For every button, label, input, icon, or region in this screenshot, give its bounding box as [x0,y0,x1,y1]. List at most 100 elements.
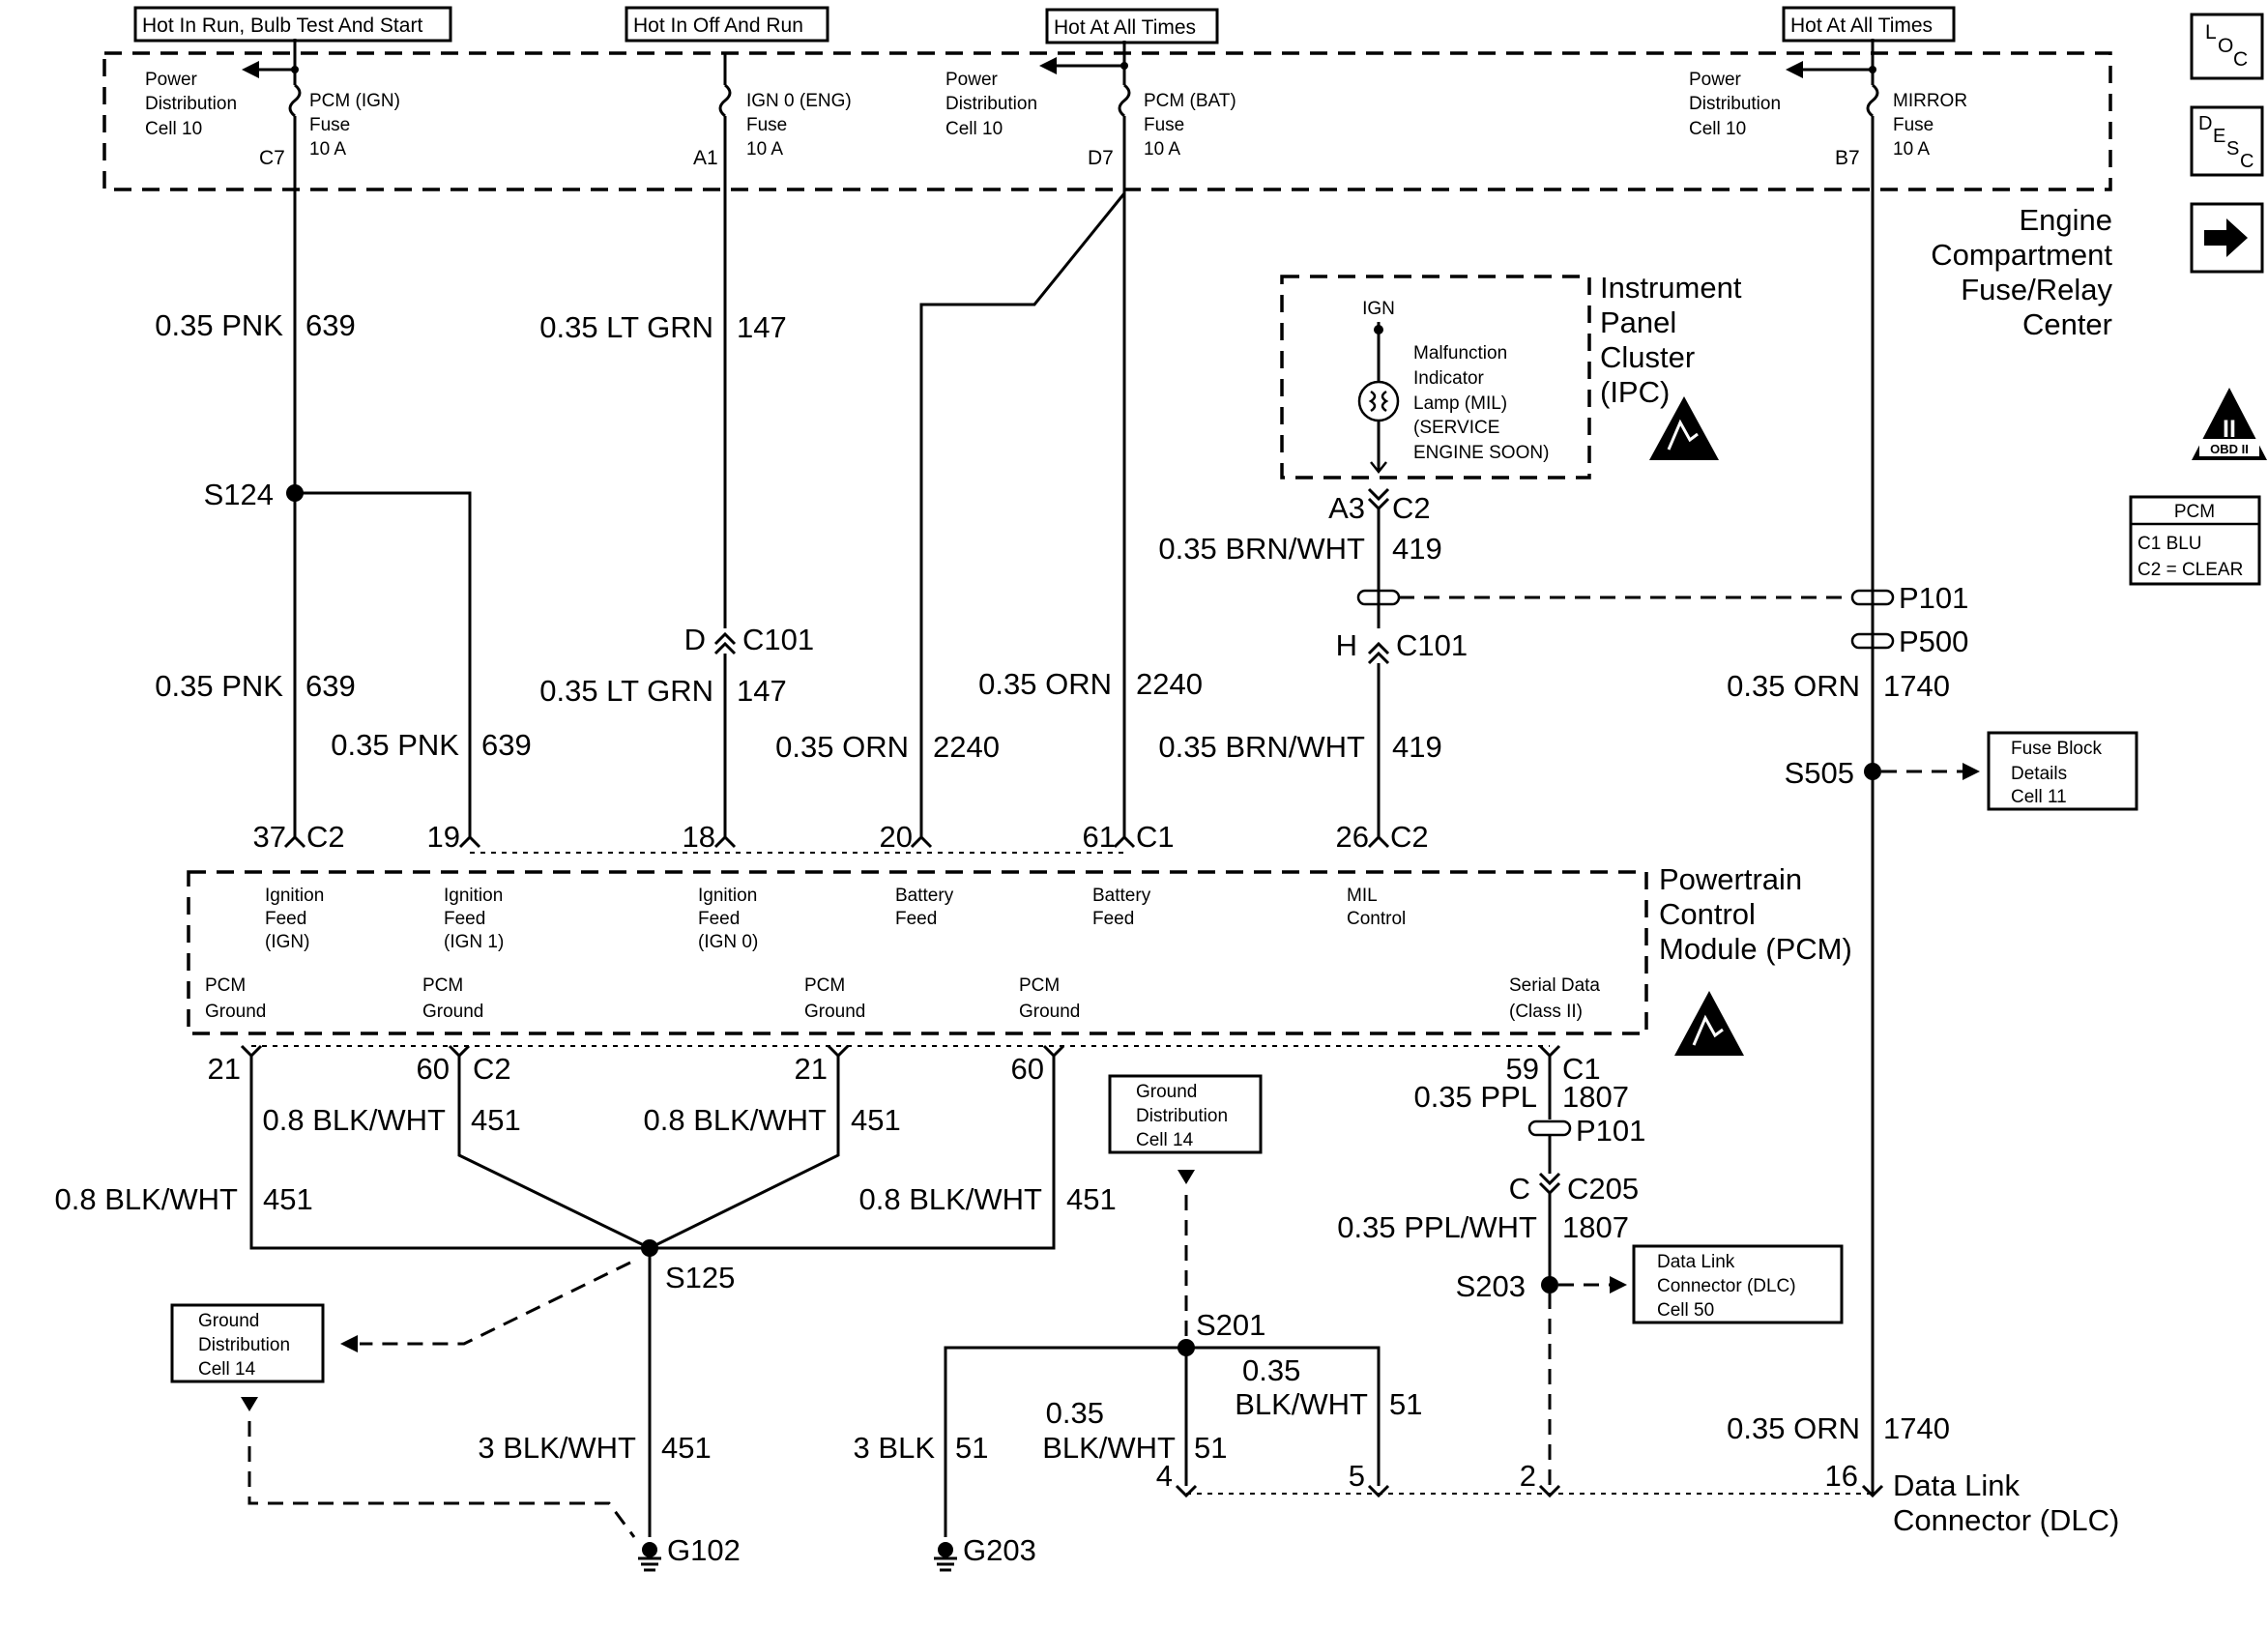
fuse-pcm-bat-l2: Fuse [1144,115,1184,135]
wire-147-circuit-1: 147 [737,310,787,344]
c2-pin-a3: A3 [1328,491,1365,525]
pcm-pin-60b: 60 [1011,1052,1044,1086]
desc-button[interactable]: D E S C [2190,105,2264,177]
next-button[interactable] [2190,202,2264,274]
c101-pin-h: H [1336,628,1357,662]
mil-label-5: ENGINE SOON) [1413,443,1549,463]
desc-e: E [2213,126,2225,147]
pcm-bat-feed-2-l1: Battery [1092,886,1151,906]
fuse-ign0-l2: Fuse [746,115,787,135]
splice-s505-dot [1864,763,1881,780]
pcm-c2-label-top: C2 [306,820,345,854]
pcm-pin-20: 20 [880,820,913,854]
c205-pin-c: C [1509,1172,1530,1206]
fuse-ign0-l3: 10 A [746,139,783,160]
wire-419-circuit-1: 419 [1392,532,1442,566]
pcm-mil-control-l1: MIL [1347,886,1378,906]
wire-451-circuit-2: 451 [851,1103,901,1137]
loc-o: O [2218,35,2233,57]
hot-label-run-bulb-start-text: Hot In Run, Bulb Test And Start [142,15,422,37]
obd-roman: II [2223,416,2236,443]
pcm-legend-c2: C2 = CLEAR [2137,560,2243,580]
pcm-c1-label-top: C1 [1136,820,1175,854]
pcm-ign-feed-l1: Ignition [265,886,324,906]
ipc-label-3: Cluster [1600,340,1695,374]
fuse-pcm-ign-l2: Fuse [309,115,350,135]
fuse-ign0-pin: A1 [693,147,718,169]
pcm-gnd1-l2: Ground [205,1002,266,1022]
pcm-c1-label-bottom: C1 [1562,1052,1601,1086]
wire-419-color-2: 0.35 BRN/WHT [1158,730,1365,764]
wire-419-circuit-2: 419 [1392,730,1442,764]
fuse-mirror-l3: 10 A [1893,139,1930,160]
wire-1740-circuit-1: 1740 [1883,669,1950,703]
wire-2240-circuit-2: 2240 [933,730,1000,764]
pcm-gnd4-l1: PCM [1019,975,1060,996]
pcm-pin-59: 59 [1506,1052,1539,1086]
ipc-label-2: Panel [1600,305,1676,339]
dlc-pin-16: 16 [1825,1459,1858,1493]
wire-639: 0.35 PNK 639 S124 0.35 PNK 639 0.35 PNK … [155,145,532,837]
mil-lamp-icon [1357,380,1400,422]
wire-2240: 0.35 ORN 2240 0.35 ORN 2240 [775,145,1203,837]
wire-451-color-1: 0.8 BLK/WHT [263,1103,447,1137]
pcm-legend-title: PCM [2174,502,2215,522]
wire-51-circuit-2: 51 [1194,1431,1227,1465]
pcm-bottom-connectors: 21 60 C2 21 60 59 C1 [208,1044,1601,1086]
wire-1740-circuit-2: 1740 [1883,1411,1950,1445]
wire-451-circuit-1: 451 [471,1103,521,1137]
pcm-ign0-feed-l2: Feed [698,909,740,929]
desc-d: D [2198,113,2212,134]
pcm-c2-label-mil: C2 [1390,820,1429,854]
fuse-relay-center-box [102,51,2112,191]
pcm-ign1-feed-l3: (IGN 1) [444,932,504,952]
mil-label-3: Lamp (MIL) [1413,393,1507,414]
fuse-mirror-pin: B7 [1835,147,1860,169]
power-dist-2-l1: Power [945,70,999,90]
dlc-ref: Data Link Connector (DLC) Cell 50 [1632,1244,1844,1324]
loc-button[interactable]: L O C [2190,13,2264,80]
ipc-label-1: Instrument [1600,271,1742,305]
pcm-pin-19: 19 [427,820,460,854]
c2-label-ipc: C2 [1392,491,1431,525]
wire-2240-color-1: 0.35 ORN [978,667,1112,701]
wire-1740: 0.35 ORN 1740 S505 0.35 ORN 1740 [1727,145,1980,1495]
inline-p101: P101 P500 [1356,581,1968,658]
pcm-ign-feed-l2: Feed [265,909,306,929]
esd-warning-icon-2 [1674,991,1744,1056]
power-dist-3-l1: Power [1689,70,1742,90]
pcm-serial-l2: (Class II) [1509,1002,1583,1022]
pcm-bat-feed-1-l1: Battery [895,886,954,906]
gnd-dist-a-l3: Cell 14 [198,1359,256,1380]
splice-s201: S201 [1196,1308,1265,1342]
ground-dist-ref-a: Ground Distribution Cell 14 [170,1261,636,1538]
dlc-label-1: Data Link [1893,1468,2020,1502]
power-dist-3-l2: Distribution [1689,94,1781,114]
wire-639-color-2: 0.35 PNK [155,669,283,703]
pcm-bat-feed-2-l2: Feed [1092,909,1134,929]
fuse-mirror: Power Distribution Cell 10 MIRROR Fuse 1… [1689,39,1967,169]
c101-label-1: C101 [742,623,814,656]
splice-s201-dot [1178,1339,1195,1356]
mil-label-2: Indicator [1413,368,1485,389]
pcm-label-3: Module (PCM) [1659,932,1852,966]
ipc-module: IGN Malfunction Indicator Lamp (MIL) (SE… [1280,271,1742,480]
wire-2240-circuit-1: 2240 [1136,667,1203,701]
wire-1740-color-1: 0.35 ORN [1727,669,1860,703]
wire-51-circuit-3: 51 [1389,1387,1422,1421]
pcm-c2-label-bottom: C2 [473,1052,511,1086]
wire-147-circuit-2: 147 [737,674,787,708]
wire-639-circuit-2: 639 [305,669,356,703]
hot-label-run-bulb-start: Hot In Run, Bulb Test And Start [133,6,452,43]
c101-pin-d: D [684,623,706,656]
wire-451: 0.8 BLK/WHT 451 0.8 BLK/WHT 451 0.8 BLK/… [55,1056,1117,1537]
splice-s124-dot [286,484,304,502]
power-dist-1-l3: Cell 10 [145,119,202,139]
ground-g102: G102 [638,1533,741,1572]
wire-2240-color-2: 0.35 ORN [775,730,909,764]
wire-639-circuit-3: 639 [481,728,532,762]
dlc-pin-5: 5 [1349,1459,1365,1493]
desc-c: C [2240,151,2253,172]
ipc-ign-label: IGN [1362,299,1395,319]
